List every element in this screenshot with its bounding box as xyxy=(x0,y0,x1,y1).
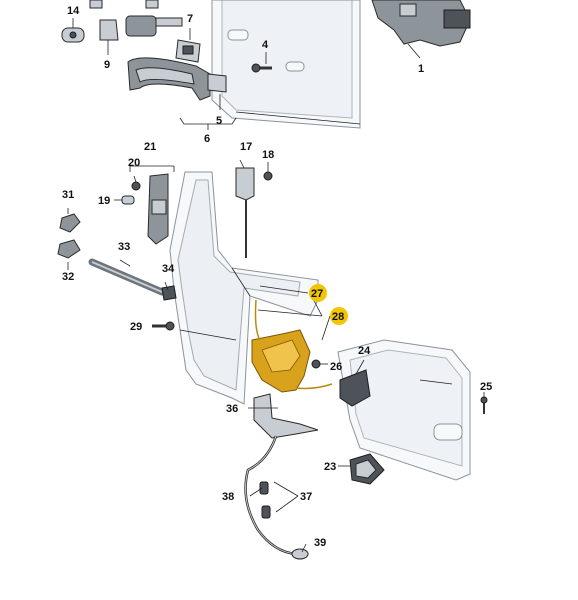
door-frame xyxy=(169,171,319,405)
callout-14: 14 xyxy=(67,5,80,17)
callout-labels: 14 9 7 4 5 6 1 21 20 19 17 18 31 32 33 3… xyxy=(62,5,492,549)
group-6-bracket xyxy=(179,117,237,125)
upper-door-panel xyxy=(211,0,361,129)
part-33-rod xyxy=(88,258,166,296)
callout-29: 29 xyxy=(130,321,142,333)
part-37-clips xyxy=(259,481,271,519)
part-25-screw xyxy=(480,396,488,414)
part-24-striker xyxy=(339,369,371,407)
part-21-inner-handle xyxy=(147,173,169,245)
part-32-grommet xyxy=(57,239,81,259)
part-1-lock-assembly xyxy=(371,0,471,59)
part-17-rod-cover xyxy=(235,167,255,258)
callout-28-highlight xyxy=(330,307,348,325)
callout-32: 32 xyxy=(62,271,74,283)
callout-17: 17 xyxy=(240,141,252,153)
callout-23: 23 xyxy=(324,461,336,473)
callout-1: 1 xyxy=(418,63,424,75)
leader-lines xyxy=(67,159,485,553)
callout-24: 24 xyxy=(358,345,371,357)
part-20-screw xyxy=(131,181,141,191)
part-4-screw xyxy=(251,52,272,73)
callout-6: 6 xyxy=(204,133,210,145)
callout-18: 18 xyxy=(262,149,274,161)
part-39-end-piece xyxy=(291,548,309,560)
callout-31: 31 xyxy=(62,189,74,201)
callout-28: 28 xyxy=(332,311,344,323)
part-29-bolt xyxy=(152,321,175,331)
callout-38: 38 xyxy=(222,491,234,503)
part-7-gasket xyxy=(175,28,201,63)
lower-right-door-panel xyxy=(337,339,471,481)
part-31-grommet xyxy=(59,213,81,233)
callout-33: 33 xyxy=(118,241,130,253)
part-18-screw xyxy=(263,171,273,181)
lock-body-highlighted xyxy=(251,299,333,393)
callout-21: 21 xyxy=(144,141,156,153)
callout-27: 27 xyxy=(311,288,323,300)
callout-26: 26 xyxy=(330,361,342,373)
callout-7: 7 xyxy=(187,13,193,25)
part-26-nut xyxy=(311,359,321,369)
part-38-cable xyxy=(244,435,297,556)
callout-36: 36 xyxy=(226,403,238,415)
callout-34: 34 xyxy=(162,263,175,275)
part-34-bushing xyxy=(161,285,177,301)
callout-37: 37 xyxy=(300,491,312,503)
part-key-cylinder xyxy=(89,0,183,37)
part-9-bracket xyxy=(99,19,119,55)
part-5-cap xyxy=(207,73,227,110)
part-36-bracket xyxy=(253,393,319,439)
callout-9: 9 xyxy=(104,59,110,71)
callout-5: 5 xyxy=(216,115,222,127)
door-handle xyxy=(127,57,211,101)
callout-4: 4 xyxy=(262,39,269,51)
callout-19: 19 xyxy=(98,195,110,207)
part-23-cover xyxy=(349,453,385,485)
callout-27-highlight xyxy=(309,284,327,302)
callout-25: 25 xyxy=(480,381,492,393)
callout-20: 20 xyxy=(128,157,140,169)
callout-39: 39 xyxy=(314,537,326,549)
part-19-clip xyxy=(121,195,135,205)
part-14-lock-cylinder xyxy=(61,18,85,43)
